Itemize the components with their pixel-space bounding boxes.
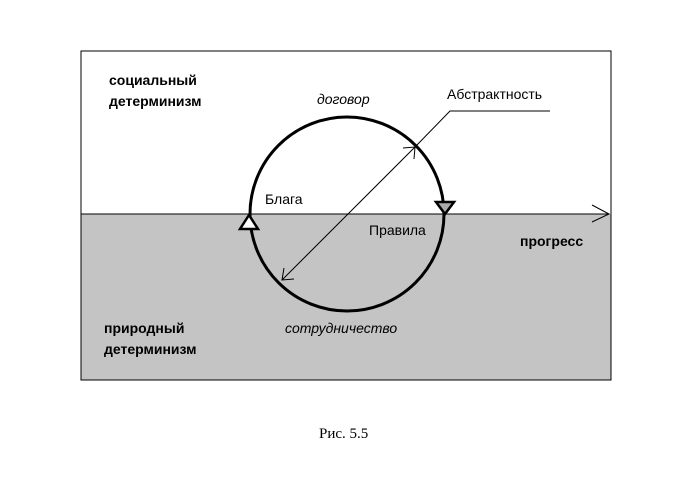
- arrowhead-lower: [281, 267, 295, 281]
- natural-line1: природный: [104, 320, 185, 336]
- abstractness-axis: [281, 146, 416, 281]
- natural-label: природный детерминизм: [104, 318, 197, 360]
- contract-label: договор: [317, 91, 370, 107]
- social-line1: социальный: [109, 72, 197, 88]
- natural-region: [81, 214, 611, 380]
- goods-label: Блага: [265, 191, 303, 207]
- frame-border: [80, 50, 612, 381]
- progress-label: прогресс: [520, 233, 584, 249]
- abstractness-label: Абстрактность: [447, 86, 543, 102]
- progress-arrowhead: [591, 204, 611, 223]
- natural-line2: детерминизм: [104, 341, 197, 357]
- down-triangle-icon: [433, 200, 457, 217]
- cooperation-label: сотрудничество: [285, 320, 398, 336]
- social-line2: детерминизм: [109, 93, 202, 109]
- figure-caption: Рис. 5.5: [319, 426, 369, 442]
- rules-label: Правила: [369, 222, 426, 238]
- up-triangle-icon: [237, 212, 261, 231]
- social-label: социальный детерминизм: [109, 70, 202, 112]
- abstractness-leader: [414, 110, 550, 148]
